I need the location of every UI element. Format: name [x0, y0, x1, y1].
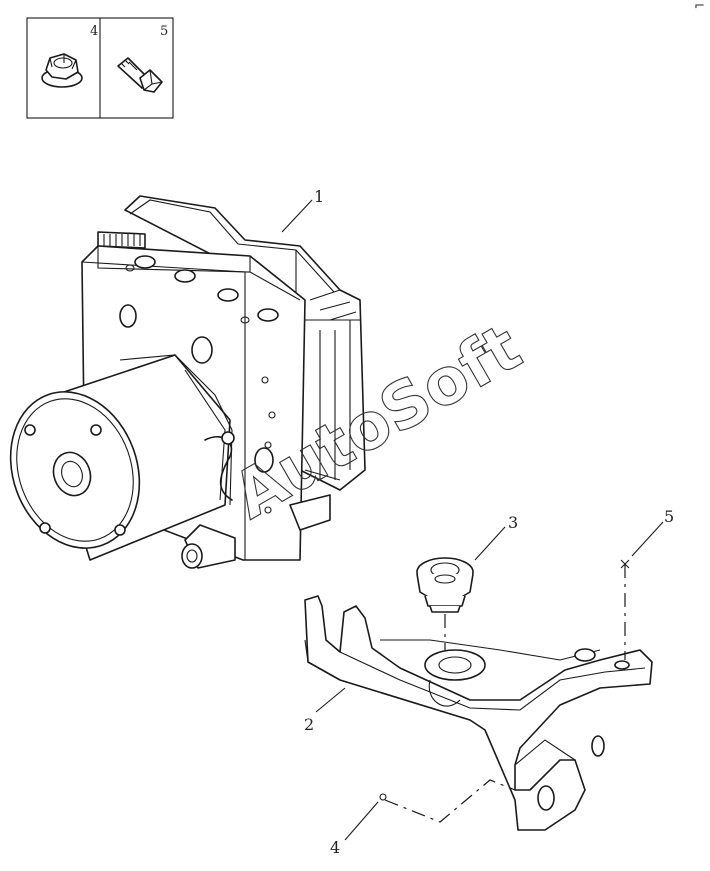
top-port [257, 308, 279, 322]
bolt-icon [117, 57, 163, 93]
bolt-position-mark [620, 559, 630, 569]
callout-5: 5 [664, 507, 674, 526]
callout-2: 2 [304, 715, 314, 734]
lower-mount-hole [537, 785, 555, 811]
leader-5 [631, 521, 664, 557]
legend-number-5: 5 [160, 24, 168, 39]
top-port [217, 288, 239, 302]
leader-2 [315, 687, 346, 713]
motor-shaft-boss [52, 451, 92, 497]
callout-1: 1 [314, 187, 324, 206]
front-port [119, 304, 137, 328]
callout-4: 4 [330, 838, 340, 857]
corner-mark: ⌐ [694, 0, 705, 14]
top-port [134, 255, 156, 269]
nut-position-mark [379, 793, 387, 801]
leader-lines [281, 199, 664, 841]
bracket-grommet-hole [424, 649, 486, 681]
bolt-hole [614, 660, 630, 670]
flange-nut-icon [41, 53, 83, 88]
nut-assembly-line [384, 779, 516, 823]
leader-1 [281, 199, 313, 233]
front-port [191, 336, 213, 364]
mounting-bracket [304, 595, 653, 831]
rubber-grommet [416, 557, 474, 613]
top-port [174, 269, 196, 283]
abs-modulator-unit [9, 195, 366, 569]
fastener-legend: 4 5 [26, 17, 174, 119]
leader-4 [344, 801, 379, 841]
callout-3: 3 [508, 513, 518, 532]
leader-3 [474, 526, 506, 561]
legend-number-4: 4 [90, 24, 98, 39]
